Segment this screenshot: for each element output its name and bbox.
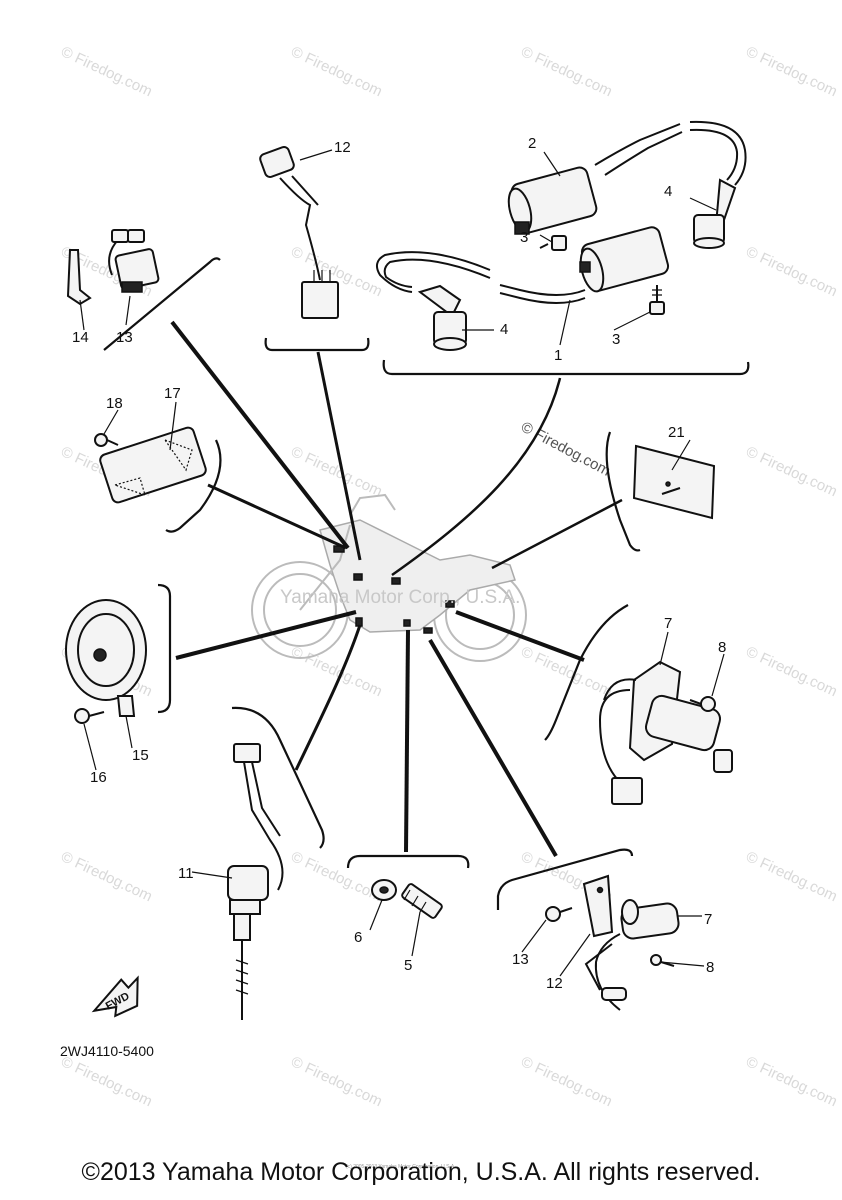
callout-8: 8 (718, 639, 726, 656)
watermark: © Firedog.com (518, 1053, 615, 1110)
bracket-icon (66, 249, 92, 306)
sensor-switch-icon (259, 146, 339, 319)
bolt-icon (545, 906, 573, 922)
callout-15: 13 (116, 329, 133, 346)
bolt-icon (649, 285, 665, 315)
callout-16: 14 (72, 329, 89, 346)
callout-20: 18 (106, 395, 123, 412)
watermark: © Firedog.com (743, 243, 840, 300)
main-switch-icon (598, 660, 733, 805)
callout-2: 2 (528, 135, 536, 152)
callout-5: 5 (404, 957, 412, 974)
reflector-icon (99, 426, 207, 504)
bolt-icon (74, 708, 105, 724)
ignition-coil-icon (579, 226, 670, 293)
watermark: © Firedog.com (58, 848, 155, 905)
watermark: © Firedog.com (518, 43, 615, 100)
callout-3: 3 (520, 229, 528, 246)
relay-icon (584, 899, 680, 1011)
callout-18: 16 (90, 769, 107, 786)
bracket-icon (582, 874, 614, 938)
watermark: © Firedog.com (743, 43, 840, 100)
watermark: © Firedog.com (288, 1053, 385, 1110)
center-watermark: Yamaha Motor Corp., U.S.A. (280, 587, 520, 608)
callout-4: 4 (664, 183, 672, 200)
callout-3: 3 (612, 331, 620, 348)
callout-10: 7 (704, 911, 712, 928)
callout-21: 21 (668, 424, 685, 441)
watermark: © Firedog.com (743, 848, 840, 905)
callout-4: 4 (500, 321, 508, 338)
watermark: © Firedog.com (58, 1053, 155, 1110)
callout-7: 7 (664, 615, 672, 632)
washer-icon (371, 879, 397, 901)
callout-19: 17 (164, 385, 181, 402)
small-copyright: (c) 2005-2013 Yamaha Motor Corporation, … (346, 1164, 456, 1170)
callout-11: 8 (706, 959, 714, 976)
callout-12: 12 (546, 975, 563, 992)
callout-6: 6 (354, 929, 362, 946)
leader-lines (170, 320, 623, 858)
watermark: © Firedog.com (288, 643, 385, 700)
temperature-sensor-icon (227, 743, 284, 1020)
bolt-icon (539, 235, 567, 251)
motorcycle-silhouette-icon (251, 493, 527, 662)
ignition-coil-icon (507, 123, 683, 235)
callout-labels: 2 3 3 4 4 1 12 13 14 17 18 21 7 8 15 16 … (72, 135, 726, 992)
spark-plug-cap-icon (693, 178, 737, 249)
watermark: © Firedog.com (288, 43, 385, 100)
copyright-footer: ©2013 Yamaha Motor Corporation, U.S.A. A… (81, 1158, 761, 1186)
callout-14: 12 (334, 139, 351, 156)
callout-1: 1 (554, 347, 562, 364)
watermark: © Firedog.com (743, 643, 840, 700)
screw-icon (689, 696, 716, 712)
watermark: © Firedog.com (58, 43, 155, 100)
plug-lead-icon (375, 120, 747, 304)
relay-icon (108, 229, 160, 293)
horn-icon (65, 599, 147, 717)
callout-leaders (79, 149, 725, 977)
diagram-code: 2WJ4110-5400 (60, 1043, 154, 1059)
callout-13: 13 (512, 951, 529, 968)
callout-9: 11 (178, 865, 194, 882)
watermark: © Firedog.com (743, 443, 840, 500)
forward-arrow-icon: FWD (91, 975, 139, 1018)
group-brackets (103, 257, 750, 910)
watermark: © Firedog.com (743, 1053, 840, 1110)
callout-17: 15 (132, 747, 149, 764)
screw-icon (94, 433, 119, 447)
reflector-icon (632, 444, 716, 520)
spark-plug-cap-icon (417, 284, 467, 351)
watermark: © Firedog.com (518, 419, 613, 480)
bolt-icon (401, 883, 443, 919)
screw-icon (650, 954, 675, 967)
